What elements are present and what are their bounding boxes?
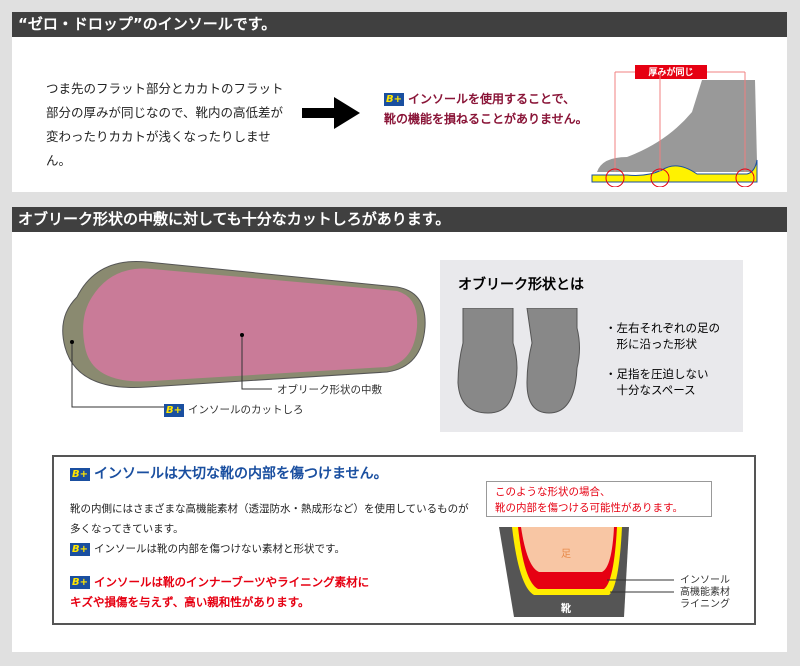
section3-title: B+インソールは大切な靴の内部を傷つけません。 — [70, 466, 388, 482]
oblique-title: オブリーク形状とは — [458, 277, 584, 293]
section2-header: オブリーク形状の中敷に対しても十分なカットしろがあります。 — [12, 207, 787, 232]
bplus-logo: B+ — [384, 93, 405, 106]
insole-label: インソール — [680, 575, 730, 586]
shoe-cross-section: 足 靴 — [499, 527, 674, 617]
warning-callout: このような形状の場合、靴の内部を傷つける可能性があります。 — [486, 481, 712, 517]
section1-panel: つま先のフラット部分とカカトのフラット部分の厚みが同じなので、靴内の高低差が変わ… — [12, 37, 787, 192]
section3-box: B+インソールは大切な靴の内部を傷つけません。 靴の内側にはさまざまな高機能素材… — [52, 455, 756, 625]
section3-red-text: B+インソールは靴のインナーブーツやライニング素材に キズや損傷を与えず、高い親… — [70, 575, 370, 609]
bplus-logo: B+ — [164, 403, 185, 417]
section1-header: “ゼロ・ドロップ”のインソールです。 — [12, 12, 787, 37]
foot-label: 足 — [561, 548, 571, 560]
insole-illustration — [62, 260, 426, 408]
claim-line1: インソールを使用することで、 — [408, 92, 576, 106]
lining-label: 高機能素材ライニング — [680, 587, 730, 610]
oblique-bullet: ・左右それぞれの足の 形に沿った形状 — [605, 321, 720, 351]
bplus-logo: B+ — [70, 467, 91, 481]
cut-margin-label: B+インソールのカットしろ — [164, 403, 304, 417]
bplus-logo: B+ — [70, 542, 91, 556]
thickness-label: 厚みが同じ — [648, 66, 693, 78]
arrow-right-icon — [302, 97, 360, 129]
oblique-box: オブリーク形状とは ・左右それぞれの足の 形に沿った形状 ・足指を圧迫しない 十… — [440, 260, 743, 432]
section2-panel: オブリーク形状の中敷 B+インソールのカットしろ オブリーク形状とは ・左右それ… — [12, 232, 787, 652]
feet-illustration — [457, 308, 580, 414]
section3-body: 靴の内側にはさまざまな高機能素材（透湿防水・熱成形など）を使用しているものが多く… — [70, 499, 470, 559]
body-text: 靴の内側にはさまざまな高機能素材（透湿防水・熱成形など）を使用しているものが多く… — [70, 503, 469, 535]
claim-line2: 靴の機能を損ねることがありません。 — [384, 112, 588, 126]
shoe-label: 靴 — [561, 602, 571, 615]
bplus-logo: B+ — [70, 576, 91, 589]
section1-claim: B+インソールを使用することで、 靴の機能を損ねることがありません。 — [384, 89, 588, 129]
midsole-label: オブリーク形状の中敷 — [277, 384, 382, 396]
body-text: インソールは靴の内部を傷つけない素材と形状です。 — [94, 543, 345, 555]
zero-drop-diagram: 厚みが同じ — [591, 65, 758, 187]
section1-body: つま先のフラット部分とカカトのフラット部分の厚みが同じなので、靴内の高低差が変わ… — [46, 81, 284, 168]
oblique-bullet: ・足指を圧迫しない 十分なスペース — [605, 367, 709, 397]
